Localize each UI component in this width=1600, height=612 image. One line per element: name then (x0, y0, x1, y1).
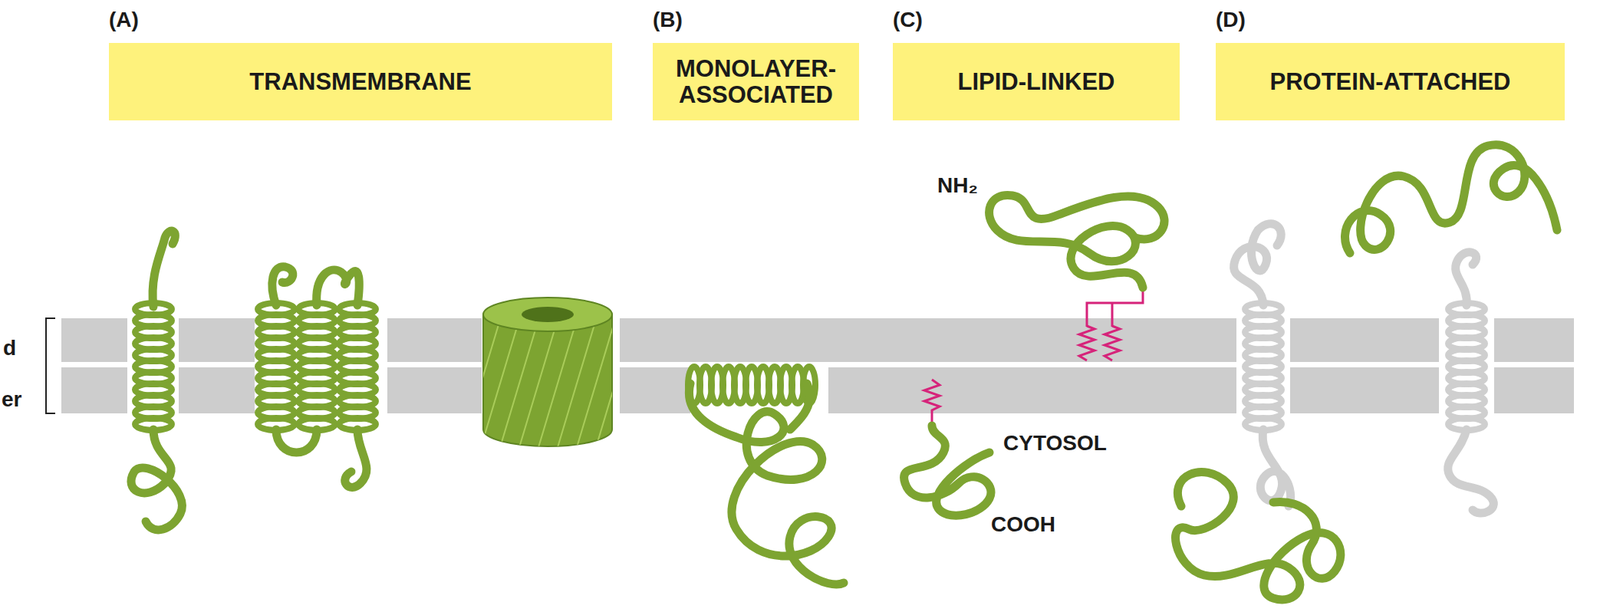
lower-leaflet (1290, 367, 1439, 414)
alpha-helix (339, 302, 376, 431)
protein-loop (272, 266, 294, 306)
bilayer-bracket (46, 318, 56, 414)
upper-leaflet (387, 318, 482, 363)
upper-leaflet (619, 318, 1237, 363)
lower-leaflet (828, 367, 1237, 414)
transmembrane-proteins (131, 230, 376, 531)
lipid-anchors (924, 289, 1143, 424)
protein-loop (276, 429, 317, 453)
lower-leaflet (1494, 367, 1574, 414)
amphipathic-helix (688, 366, 816, 404)
lower-leaflet (387, 367, 482, 414)
lipid-anchor (1104, 325, 1120, 361)
category-title: LIPID-LINKED (951, 69, 1122, 95)
panel-letter: (A) (108, 7, 139, 33)
upper-leaflet (1290, 318, 1439, 363)
lower-leaflet (178, 367, 255, 414)
lipid-linked-proteins (904, 194, 1165, 516)
alpha-helix (1448, 302, 1485, 431)
alpha-helix (134, 302, 172, 431)
alpha-helix (1244, 302, 1282, 431)
protein-loop (152, 230, 175, 307)
protein-loop (1234, 223, 1282, 306)
protein-chain (1345, 144, 1558, 254)
protein-loop (1260, 429, 1291, 507)
protein-chain (790, 383, 810, 430)
upper-leaflet (61, 318, 128, 363)
protein-loop (345, 429, 367, 488)
attached-proteins (1175, 144, 1558, 600)
protein-loop (131, 429, 182, 531)
protein-loop (316, 269, 360, 306)
category-banner: (B)MONOLAYER-ASSOCIATED (652, 42, 860, 121)
annotation-label: CYTOSOL (1003, 431, 1107, 456)
barrel-body (483, 314, 613, 447)
category-title: PROTEIN-ATTACHED (1264, 69, 1518, 95)
barrel-pore (521, 306, 574, 323)
protein-chain (904, 425, 991, 516)
category-banner: (D)PROTEIN-ATTACHED (1215, 42, 1565, 121)
lipid-anchor (924, 379, 940, 424)
lower-leaflet (61, 367, 128, 414)
category-banner: (A)TRANSMEMBRANE (108, 42, 613, 121)
protein-chain (1175, 472, 1341, 600)
upper-leaflet (178, 318, 255, 363)
barrel-top (483, 297, 613, 332)
category-title: MONOLAYER-ASSOCIATED (652, 55, 860, 108)
protein-loop (1455, 252, 1477, 306)
beta-barrel (460, 297, 641, 453)
category-title: TRANSMEMBRANE (243, 69, 478, 95)
protein-chain (688, 383, 844, 585)
annotation-label: COOH (990, 512, 1056, 537)
category-banner: (C)LIPID-LINKED (892, 42, 1180, 121)
anchor-proteins (1234, 223, 1495, 514)
lower-leaflet (619, 367, 691, 414)
gpi-linker (1086, 289, 1143, 327)
panel-letter: (C) (892, 7, 923, 33)
annotation-label: d (3, 335, 17, 361)
upper-leaflet (1494, 318, 1574, 363)
alpha-helix (257, 302, 295, 431)
protein-chain (989, 194, 1165, 288)
annotation-label: er (1, 387, 22, 412)
lipid-anchor (1079, 325, 1095, 361)
alpha-helix (298, 302, 336, 431)
panel-letter: (B) (652, 7, 683, 33)
monolayer-protein (688, 366, 844, 585)
panel-letter: (D) (1215, 7, 1246, 33)
annotation-label: NH₂ (937, 173, 978, 198)
protein-loop (1448, 429, 1495, 514)
